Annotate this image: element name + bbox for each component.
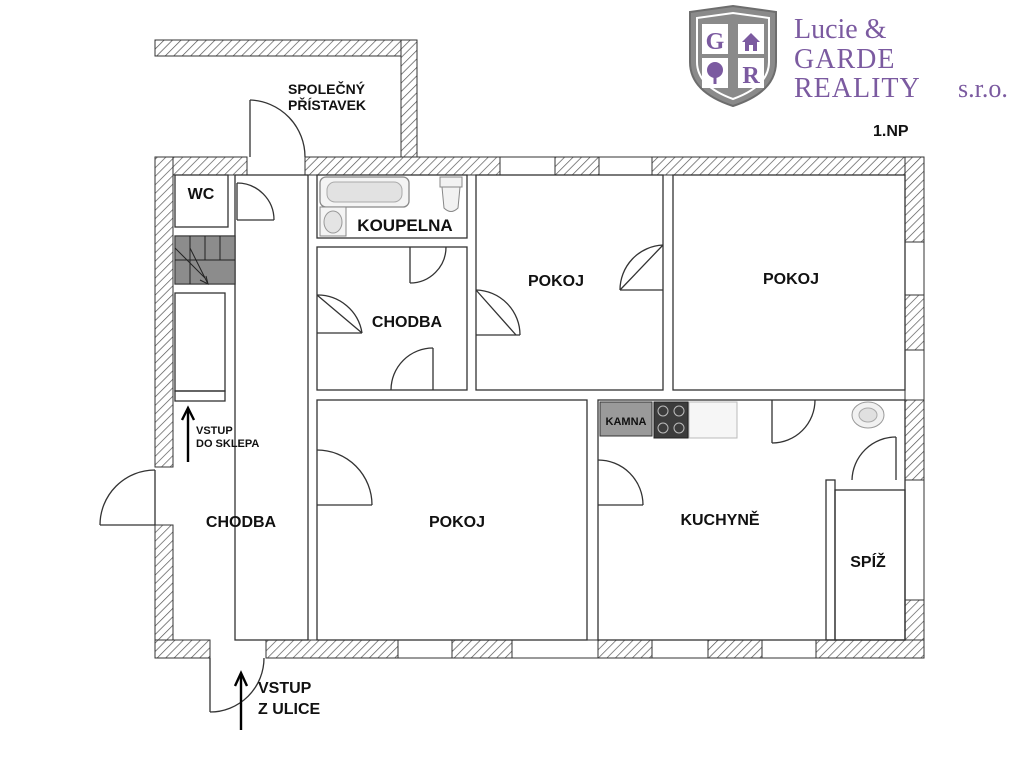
kamna-stove: KAMNA — [599, 401, 653, 437]
cellar-entry-line1: VSTUP — [196, 425, 233, 437]
door-spiz — [851, 436, 897, 481]
cellar-entry-line2: DO SKLEPA — [196, 438, 259, 450]
room-label-chodba-upper: CHODBA — [372, 314, 443, 331]
door-street — [209, 657, 265, 713]
door-pokoj-bottom — [316, 449, 373, 506]
room-label-wc: WC — [188, 186, 215, 203]
sink-icon-kitchen — [851, 401, 885, 429]
logo-shield — [689, 4, 777, 108]
door-kuchyne-top — [771, 399, 816, 444]
company-logo: G R Lucie & GARDE REALITY s.r.o. — [689, 4, 1008, 108]
logo-letter-g: G — [706, 29, 725, 55]
company-name-line2: GARDE — [794, 44, 895, 75]
house-icon — [742, 33, 760, 51]
door-koupelna — [409, 246, 447, 284]
bathtub-icon — [319, 176, 410, 208]
toilet-icon — [439, 176, 463, 212]
room-label-pokoj-mid: POKOJ — [528, 273, 584, 290]
door-chodba-bottom — [390, 347, 434, 391]
door-kuchyne-left — [597, 459, 644, 506]
arrow-cellar-icon — [180, 405, 196, 462]
company-name-suffix: s.r.o. — [958, 74, 1008, 103]
room-label-koupelna: KOUPELNA — [357, 216, 452, 235]
outer-walls — [154, 156, 925, 659]
floor-label: 1.NP — [873, 123, 909, 140]
room-label-kuchyne: KUCHYNĚ — [680, 510, 759, 529]
door-chodba-left — [316, 294, 363, 334]
arrow-street-icon — [233, 670, 249, 730]
door-wc — [236, 182, 275, 221]
company-name-line1: Lucie & — [794, 14, 887, 45]
doors — [99, 99, 897, 713]
room-label-pokoj-bottom: POKOJ — [429, 514, 485, 531]
room-label-pokoj-right: POKOJ — [763, 271, 819, 288]
door-annex — [249, 99, 306, 158]
door-pokoj-right — [619, 244, 664, 291]
annex-walls — [154, 39, 418, 159]
tree-icon — [707, 62, 723, 84]
door-corridor-exterior — [99, 469, 156, 526]
door-pokoj-mid — [475, 289, 521, 336]
sink-icon-bathroom — [319, 206, 347, 237]
cooktop-icon — [653, 401, 689, 439]
company-name-line3: REALITY — [794, 73, 921, 104]
logo-letter-r: R — [742, 63, 760, 89]
room-label-chodba-main: CHODBA — [206, 514, 277, 531]
annex-label-line2: PŘÍSTAVEK — [288, 96, 366, 113]
street-entry-line2: Z ULICE — [258, 701, 321, 718]
annex-label-line1: SPOLEČNÝ — [288, 80, 366, 97]
inner-walls — [174, 174, 906, 641]
street-entry-line1: VSTUP — [258, 680, 312, 697]
room-label-spiz: SPÍŽ — [850, 552, 886, 571]
kamna-label: KAMNA — [606, 416, 647, 428]
staircase — [174, 235, 236, 285]
kitchen-counter — [688, 401, 738, 439]
